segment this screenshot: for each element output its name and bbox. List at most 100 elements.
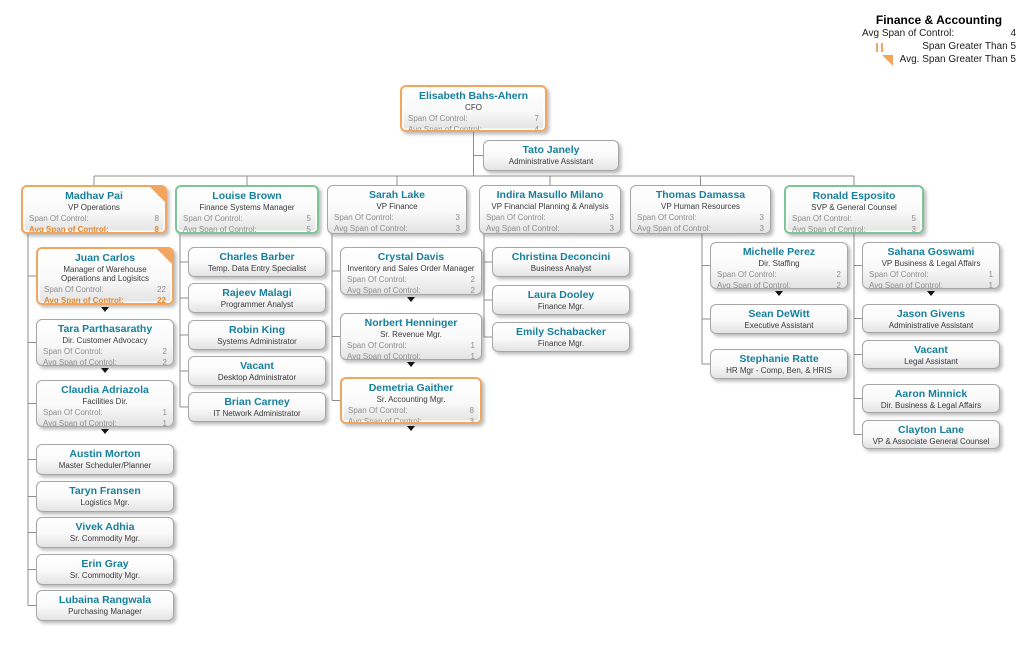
span-of-control-row: Span Of Control:2 xyxy=(711,270,847,279)
person-title: Sr. Commodity Mgr. xyxy=(69,571,141,580)
person-name: Vacant xyxy=(914,344,948,356)
span-of-control-row: Span Of Control:5 xyxy=(786,214,922,223)
expand-children-icon[interactable] xyxy=(101,429,109,434)
span-of-control-label: Span Of Control: xyxy=(29,214,89,223)
avg-span-row: Avg Span of Control:1 xyxy=(863,281,999,288)
span-of-control-label: Span Of Control: xyxy=(637,213,697,222)
person-title: HR Mgr - Comp, Ben, & HRIS xyxy=(726,366,832,375)
avg-span-wedge-icon xyxy=(150,187,165,202)
expand-children-icon[interactable] xyxy=(775,291,783,296)
avg-span-row: Avg Span of Control: 8 xyxy=(23,225,165,234)
span-of-control-value: 8 xyxy=(469,406,474,415)
person-name: Sahana Goswami xyxy=(887,246,975,258)
legend-avg-span-label: Avg Span of Control: xyxy=(862,28,955,39)
person-title: VP & Associate General Counsel xyxy=(872,437,990,446)
avg-span-value: 3 xyxy=(759,224,764,233)
avg-span-value: 3 xyxy=(455,224,460,233)
person-title: Manager of Warehouse Operations and Logi… xyxy=(60,265,150,283)
legend-title: Finance & Accounting xyxy=(875,13,1003,27)
expand-children-icon[interactable] xyxy=(407,297,415,302)
avg-span-value: 1 xyxy=(162,419,167,427)
person-name: Thomas Damassa xyxy=(655,189,746,201)
person-title: CFO xyxy=(465,103,482,112)
person-name: Clayton Lane xyxy=(898,424,964,436)
avg-span-label: Avg Span of Control: xyxy=(792,225,866,234)
span-of-control-row: Span Of Control:3 xyxy=(631,213,770,222)
expand-children-icon[interactable] xyxy=(927,291,935,296)
span-of-control-row: Span Of Control:3 xyxy=(480,213,620,222)
expand-children-icon[interactable] xyxy=(101,368,109,373)
span-of-control-label: Span Of Control: xyxy=(347,341,407,350)
avg-span-label: Avg Span of Control: xyxy=(408,125,482,132)
span-of-control-label: Span Of Control: xyxy=(44,285,104,294)
person-title: VP Business & Legal Affairs xyxy=(881,259,981,268)
person-title: Purchasing Manager xyxy=(68,607,142,616)
span-of-control-label: Span Of Control: xyxy=(43,408,103,417)
avg-span-label: Avg Span of Control: xyxy=(29,225,109,234)
legend: Finance & Accounting Avg Span of Control… xyxy=(862,14,1016,66)
avg-span-value: 22 xyxy=(157,296,166,305)
avg-span-wedge-icon xyxy=(157,249,172,264)
person-title: Logistics Mgr. xyxy=(80,498,130,507)
avg-span-label: Avg Span of Control: xyxy=(347,286,421,295)
avg-span-label: Avg Span of Control: xyxy=(347,352,421,360)
person-title: Dir. Staffing xyxy=(758,259,800,268)
person-name: Crystal Davis xyxy=(377,251,445,263)
avg-span-value: 3 xyxy=(609,224,614,233)
span-of-control-value: 2 xyxy=(162,347,167,356)
legend-avg-flag-label: Avg. Span Greater Than 5 xyxy=(899,54,1016,65)
person-name: Emily Schabacker xyxy=(516,326,606,338)
avg-span-row: Avg Span of Control:22 xyxy=(38,296,172,305)
avg-span-value: 8 xyxy=(154,225,159,234)
person-name: Robin King xyxy=(229,324,285,336)
legend-avg-flag-row: Avg. Span Greater Than 5 xyxy=(862,54,1016,66)
avg-span-value: 1 xyxy=(470,352,475,360)
expand-children-icon[interactable] xyxy=(407,362,415,367)
expand-children-icon[interactable] xyxy=(101,307,109,312)
avg-span-value: 3 xyxy=(469,417,474,424)
span-of-control-row: Span Of Control:7 xyxy=(402,114,545,123)
expand-children-icon[interactable] xyxy=(407,426,415,431)
span-of-control-value: 1 xyxy=(470,341,475,350)
person-name: Ronald Esposito xyxy=(812,190,896,202)
person-name: Demetria Gaither xyxy=(368,382,454,394)
span-of-control-label: Span Of Control: xyxy=(347,275,407,284)
person-name: Lubaina Rangwala xyxy=(58,594,152,606)
